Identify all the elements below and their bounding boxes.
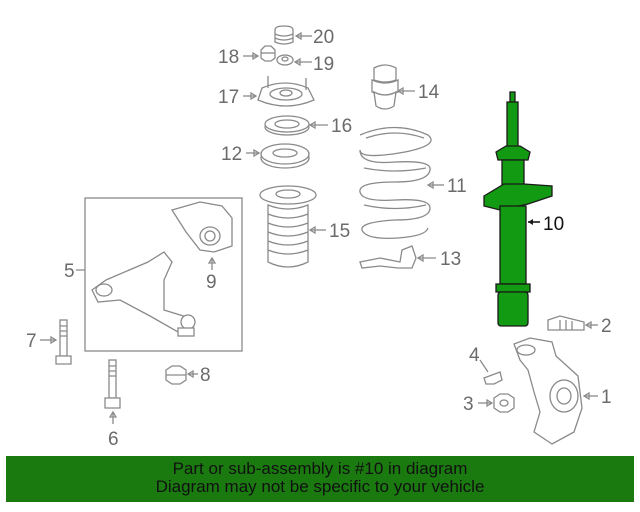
callout-1: 1 bbox=[601, 387, 612, 408]
callout-18: 18 bbox=[218, 47, 239, 68]
part-2-bolt bbox=[547, 315, 585, 331]
part-12-spring-seat bbox=[260, 143, 310, 169]
notice-line-1: Part or sub-assembly is #10 in diagram bbox=[172, 459, 468, 478]
callout-3: 3 bbox=[463, 394, 474, 415]
callout-20: 20 bbox=[313, 27, 334, 48]
part-7-bolt bbox=[55, 319, 72, 365]
part-9-bushing bbox=[170, 201, 233, 253]
part-16-bearing bbox=[264, 115, 310, 136]
part-18-nut bbox=[260, 45, 276, 62]
notice-line-2: Diagram may not be specific to your vehi… bbox=[155, 477, 485, 496]
part-20-bump-cap bbox=[274, 25, 294, 45]
part-6-bolt bbox=[104, 359, 121, 409]
notice-banner: Part or sub-assembly is #10 in diagram D… bbox=[6, 456, 634, 502]
part-4-clip bbox=[483, 371, 503, 385]
callout-15: 15 bbox=[329, 221, 350, 242]
control-arm-group-box bbox=[84, 197, 243, 352]
callout-4: 4 bbox=[469, 345, 480, 366]
callout-16: 16 bbox=[331, 116, 352, 137]
callout-11: 11 bbox=[447, 176, 467, 197]
callout-14: 14 bbox=[418, 82, 440, 103]
callout-6: 6 bbox=[108, 429, 119, 450]
callout-13: 13 bbox=[440, 249, 461, 270]
callout-5: 5 bbox=[64, 261, 75, 282]
part-3-nut bbox=[493, 393, 515, 413]
callout-12: 12 bbox=[221, 144, 242, 165]
callout-10: 10 bbox=[543, 214, 564, 235]
parts-diagram: 20 18 19 17 16 12 bbox=[26, 25, 612, 450]
callout-17: 17 bbox=[218, 87, 239, 108]
part-15-dust-boot bbox=[259, 185, 317, 268]
part-1-steering-knuckle bbox=[513, 337, 583, 445]
part-13-insulator bbox=[359, 245, 417, 269]
lower-control-arm bbox=[91, 251, 196, 337]
callout-2: 2 bbox=[601, 316, 612, 337]
part-10-strut-assembly bbox=[483, 91, 553, 327]
part-19-nut bbox=[276, 54, 294, 66]
part-17-strut-mount bbox=[257, 76, 315, 107]
callout-19: 19 bbox=[313, 54, 334, 75]
callout-8: 8 bbox=[200, 365, 211, 386]
part-8-nut bbox=[165, 365, 187, 385]
part-11-coil-spring bbox=[359, 126, 432, 239]
callout-7: 7 bbox=[26, 331, 37, 352]
part-14-bump-stop bbox=[371, 64, 399, 110]
callout-9: 9 bbox=[206, 272, 217, 293]
